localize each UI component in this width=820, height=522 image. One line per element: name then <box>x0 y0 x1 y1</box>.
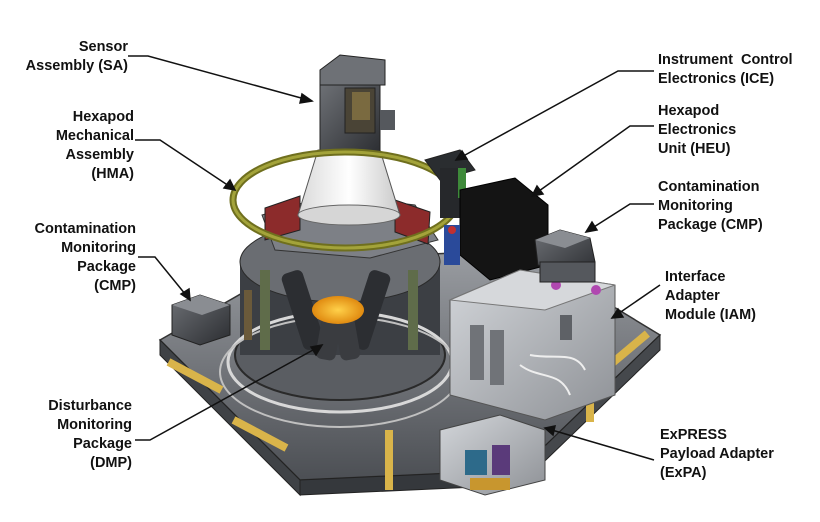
label-hexapod-mechanical-assembly: Hexapod Mechanical Assembly (HMA) <box>55 109 134 182</box>
leader-hma <box>135 139 236 191</box>
label-instrument-control-electronics: Instrument Control Electronics (ICE) <box>658 52 793 87</box>
leader-sa <box>128 55 313 102</box>
label-interface-adapter-module: Interface Adapter Module (IAM) <box>665 269 757 323</box>
expa-unit <box>439 414 546 496</box>
cmp-right-unit <box>534 229 596 283</box>
cmp-left-unit <box>171 294 231 346</box>
arrow-dmp <box>309 343 324 357</box>
leader-expa <box>544 427 655 461</box>
arrow-sa <box>299 92 314 104</box>
leader-heu <box>531 125 654 197</box>
hexapod-housing <box>219 221 461 428</box>
label-hexapod-electronics-unit: Hexapod Electronics Unit (HEU) <box>658 103 737 157</box>
leader-ice <box>455 70 654 161</box>
iam-unit <box>448 269 616 421</box>
label-sensor-assembly: Sensor Assembly (SA) <box>25 39 128 74</box>
leader-cmp-left <box>138 256 191 301</box>
leader-dmp <box>135 344 323 441</box>
heu-unit <box>444 177 549 281</box>
label-disturbance-monitoring-package: Disturbance Monitoring Package (DMP) <box>48 398 132 471</box>
leader-cmp-right <box>585 203 654 233</box>
leader-lines <box>128 55 661 461</box>
arrow-hma <box>222 178 237 192</box>
arrow-cmp-left <box>179 287 191 302</box>
arrow-ice <box>454 149 469 161</box>
arrow-heu <box>530 184 545 198</box>
arrow-cmp-right <box>584 220 599 234</box>
arrow-expa <box>543 425 556 437</box>
label-contamination-monitoring-package-right: Contamination Monitoring Package (CMP) <box>658 179 763 233</box>
label-express-payload-adapter: ExPRESS Payload Adapter (ExPA) <box>660 427 774 481</box>
sensor-assembly <box>297 54 401 226</box>
label-contamination-monitoring-package-left: Contamination Monitoring Package (CMP) <box>34 221 137 294</box>
arrow-iam <box>610 307 625 319</box>
